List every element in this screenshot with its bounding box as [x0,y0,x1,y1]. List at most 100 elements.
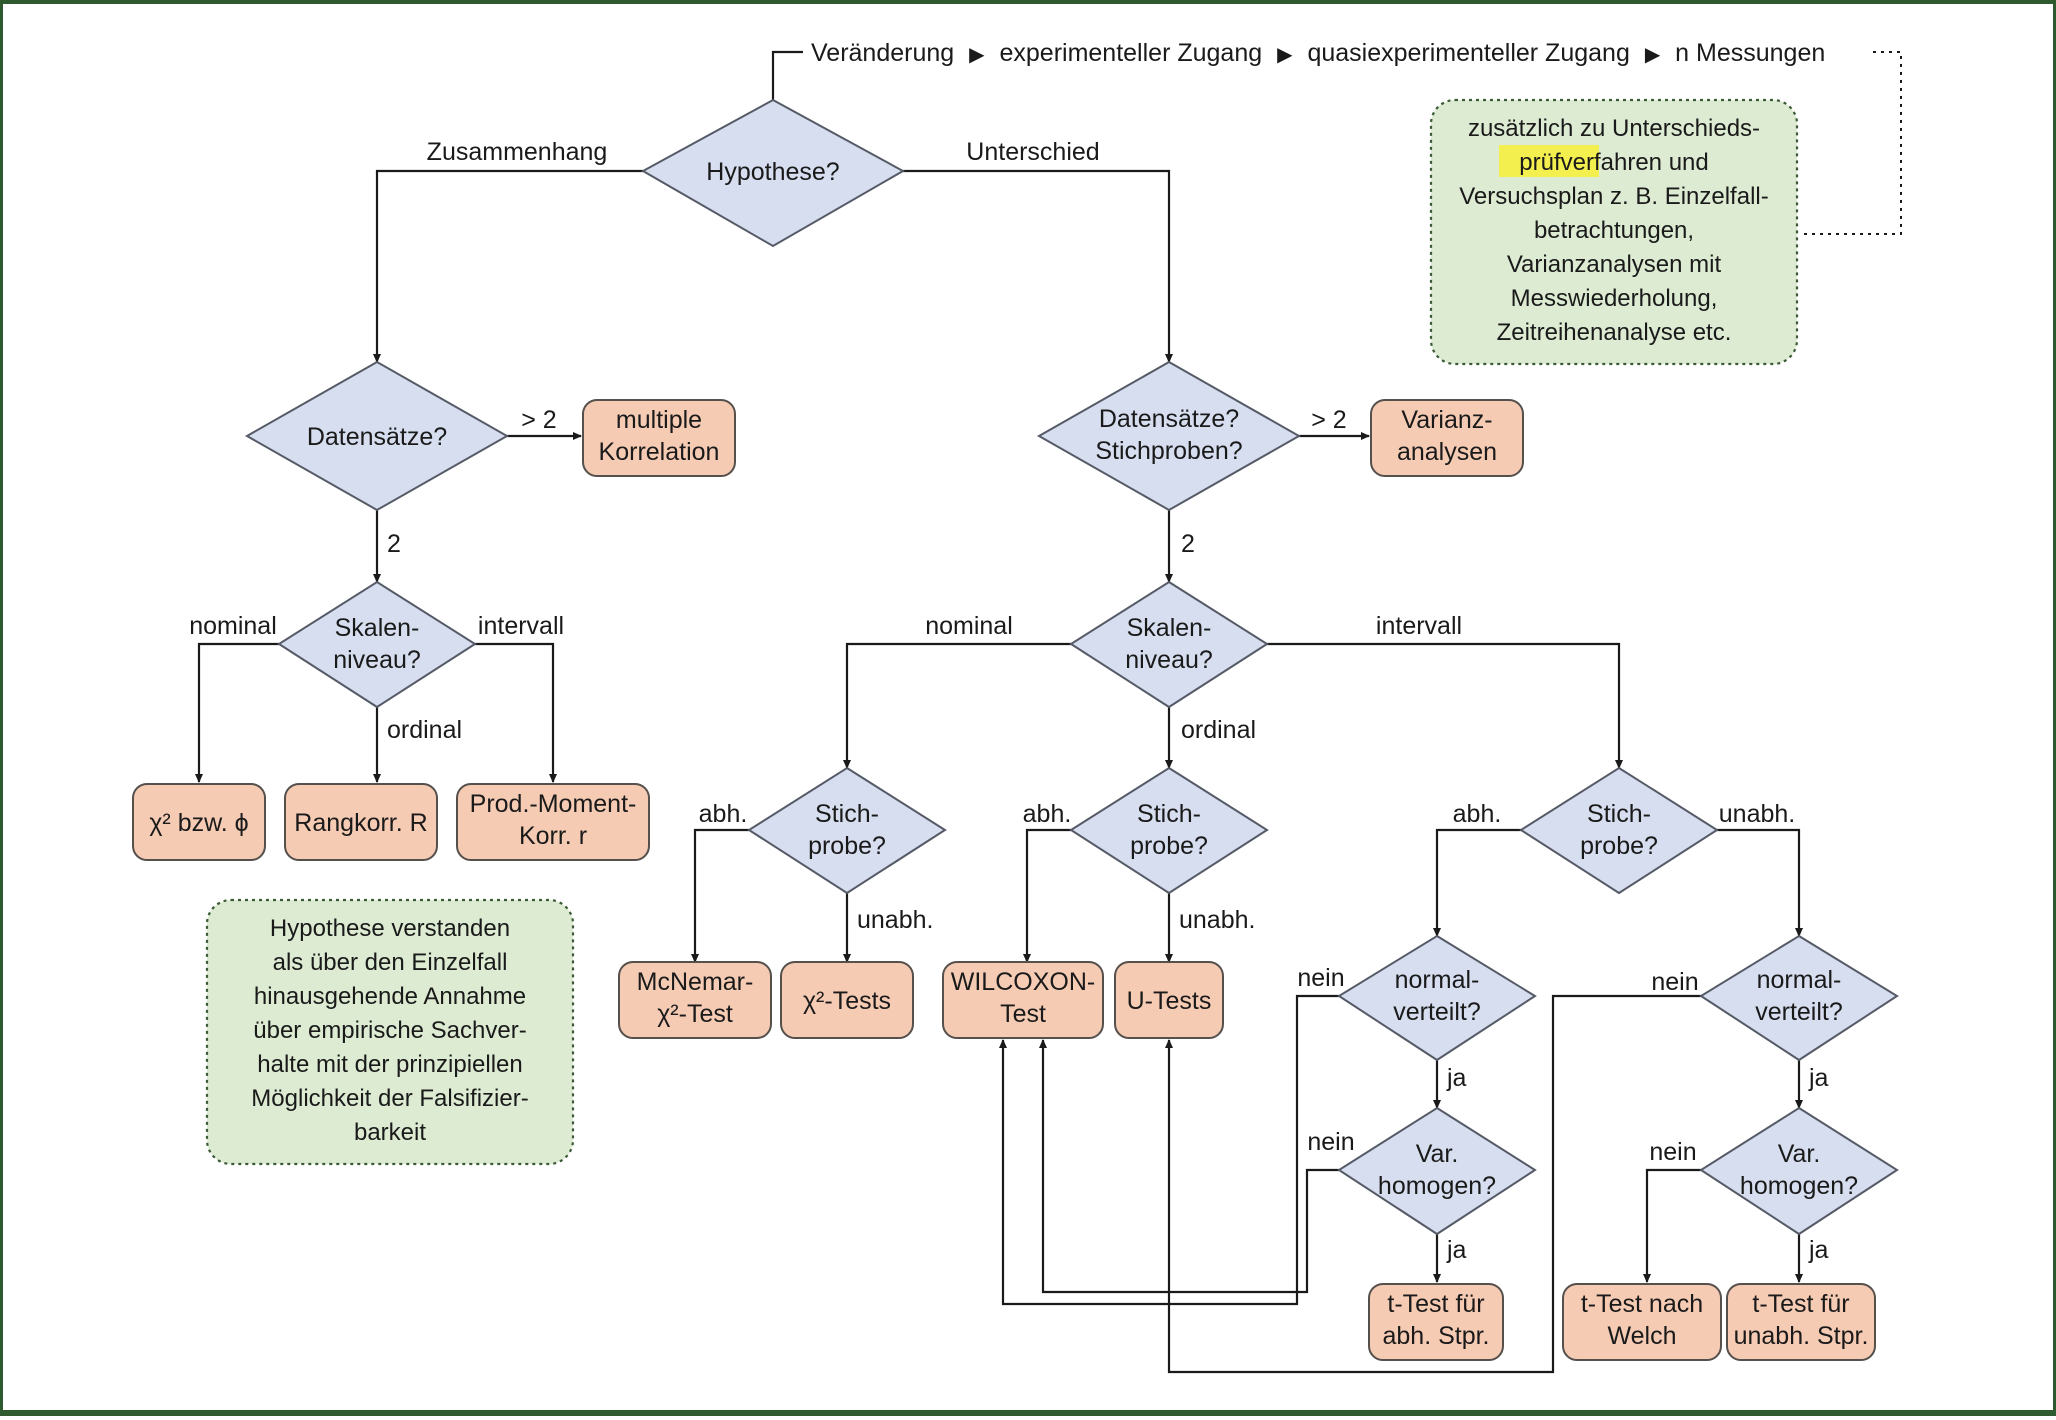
note-line-6: Möglichkeit der Falsifizier- [251,1085,528,1112]
label-left-gt2: > 2 [521,406,556,434]
result-box [1370,399,1524,477]
result-box [1562,1283,1722,1361]
note-line-6: Messwiederholung, [1511,285,1718,312]
label-s3-unabh: unabh. [1719,800,1795,828]
label-sr-nominal: nominal [925,612,1013,640]
decision-hypothese: Hypothese? [640,98,906,248]
edge-nr-nein [1165,994,1701,1374]
label-zusammenhang: Zusammenhang [427,138,608,166]
connectors [195,50,1902,1374]
result-label-1: McNemar- [637,968,754,996]
note-versuchsplan: zusätzlich zu Unterschieds- prüfverfahre… [1429,98,1799,366]
result-box [942,961,1104,1039]
note-line-2-highlighted: prüfverf [1519,149,1601,176]
result-box [618,961,772,1039]
node-label-1: Skalen- [335,614,420,642]
note-line-3: hinausgehende Annahme [254,983,526,1010]
result-label-2: unabh. Stpr. [1734,1322,1869,1350]
top-flow-sep-1: ▶ [969,44,985,66]
note-line-3: Versuchsplan z. B. Einzelfall- [1459,183,1768,210]
label-vr-nein: nein [1649,1138,1696,1166]
result-label-2: Korrelation [599,438,720,466]
node-label-2: probe? [1130,832,1208,860]
node-label-1: Datensätze? [1099,405,1239,433]
label-vl-ja: ja [1446,1236,1467,1264]
diamond-shape [1699,934,1899,1062]
top-flow-line: Veränderung ▶ experimenteller Zugang ▶ q… [811,39,1825,67]
edge-labels: Zusammenhang Unterschied > 2 2 > 2 2 nom… [189,138,1828,1264]
node-label: Hypothese? [706,158,839,186]
result-prod-moment: Prod.-Moment- Korr. r [456,783,650,861]
node-label-1: Skalen- [1127,614,1212,642]
note-hypothese-definition: Hypothese verstanden als über den Einzel… [205,898,575,1166]
top-flow-sep-2: ▶ [1277,44,1293,66]
label-sl-intervall: intervall [478,612,564,640]
result-chi-tests: χ²-Tests [780,961,914,1039]
result-label-2: analysen [1397,438,1497,466]
top-flow-sep-3: ▶ [1645,44,1661,66]
label-sl-nominal: nominal [189,612,277,640]
note-line-7: Zeitreihenanalyse etc. [1497,319,1732,346]
result-box [456,783,650,861]
node-label-2: probe? [1580,832,1658,860]
label-nr-nein: nein [1651,968,1698,996]
node-label-1: Var. [1416,1140,1459,1168]
diamond-shape [747,766,947,895]
node-label-2: homogen? [1740,1172,1858,1200]
result-label-1: t-Test für [1387,1290,1484,1318]
diamond-shape [1337,934,1537,1062]
label-sr-ordinal: ordinal [1181,716,1256,744]
note-line-4: über empirische Sachver- [253,1017,526,1044]
decision-datensaetze-right: Datensätze? Stichproben? [1036,360,1302,512]
decision-skalenniveau-right: Skalen- niveau? [1069,580,1269,709]
top-flow-2: experimenteller Zugang [999,39,1262,67]
top-flow-1: Veränderung [811,39,954,67]
decision-datensaetze-left: Datensätze? [244,360,510,512]
decision-normalverteilt-left: normal- verteilt? [1337,934,1537,1062]
node-label-1: Stich- [1587,800,1651,828]
result-box [1726,1283,1876,1361]
result-label-1: t-Test nach [1581,1290,1703,1318]
label-vl-nein: nein [1307,1128,1354,1156]
result-box [780,961,914,1039]
diamond-shape [640,98,906,248]
node-label-2: verteilt? [1755,998,1843,1026]
decision-varhomogen-left: Var. homogen? [1337,1106,1537,1236]
node-label-2: niveau? [1125,646,1213,674]
node-label-2: Stichproben? [1095,437,1242,465]
note-line-5: Varianzanalysen mit [1507,251,1722,278]
result-wilcoxon: WILCOXON- Test [942,961,1104,1039]
diamond-shape [1337,1106,1537,1236]
edge-vr-nein [1643,1168,1701,1283]
decision-stichprobe-1: Stich- probe? [747,766,947,895]
node-label-2: verteilt? [1393,998,1481,1026]
label-right-two: 2 [1181,530,1195,558]
edge-dotted-to-note [1801,51,1902,235]
diamond-shape [1069,580,1269,709]
note-line-1: Hypothese verstanden [270,915,510,942]
result-chi-phi: χ² bzw. ϕ [132,783,266,861]
node-label-1: normal- [1395,966,1480,994]
note-box [205,898,575,1166]
result-label-2: Test [1000,1000,1046,1028]
decision-varhomogen-right: Var. homogen? [1699,1106,1899,1236]
flowchart-canvas: Veränderung ▶ experimenteller Zugang ▶ q… [132,39,1902,1374]
result-mcnemar: McNemar- χ²-Test [618,961,772,1039]
node-label-2: niveau? [333,646,421,674]
decision-normalverteilt-right: normal- verteilt? [1699,934,1899,1062]
result-label-1: multiple [616,406,702,434]
result-multiple-korrelation: multiple Korrelation [582,399,736,477]
result-box [132,783,266,861]
result-label-1: WILCOXON- [951,968,1095,996]
diamond-shape [1036,360,1302,512]
label-s2-abh: abh. [1023,800,1072,828]
result-ttest-abh: t-Test für abh. Stpr. [1368,1283,1504,1361]
diamond-shape [1519,766,1719,895]
result-rangkorr: Rangkorr. R [284,783,438,861]
result-ttest-welch: t-Test nach Welch [1562,1283,1722,1361]
note-line-7: barkeit [354,1119,426,1146]
edge-s2-abh [1023,828,1071,963]
decision-stichprobe-3: Stich- probe? [1519,766,1719,895]
label-nr-ja: ja [1808,1064,1829,1092]
